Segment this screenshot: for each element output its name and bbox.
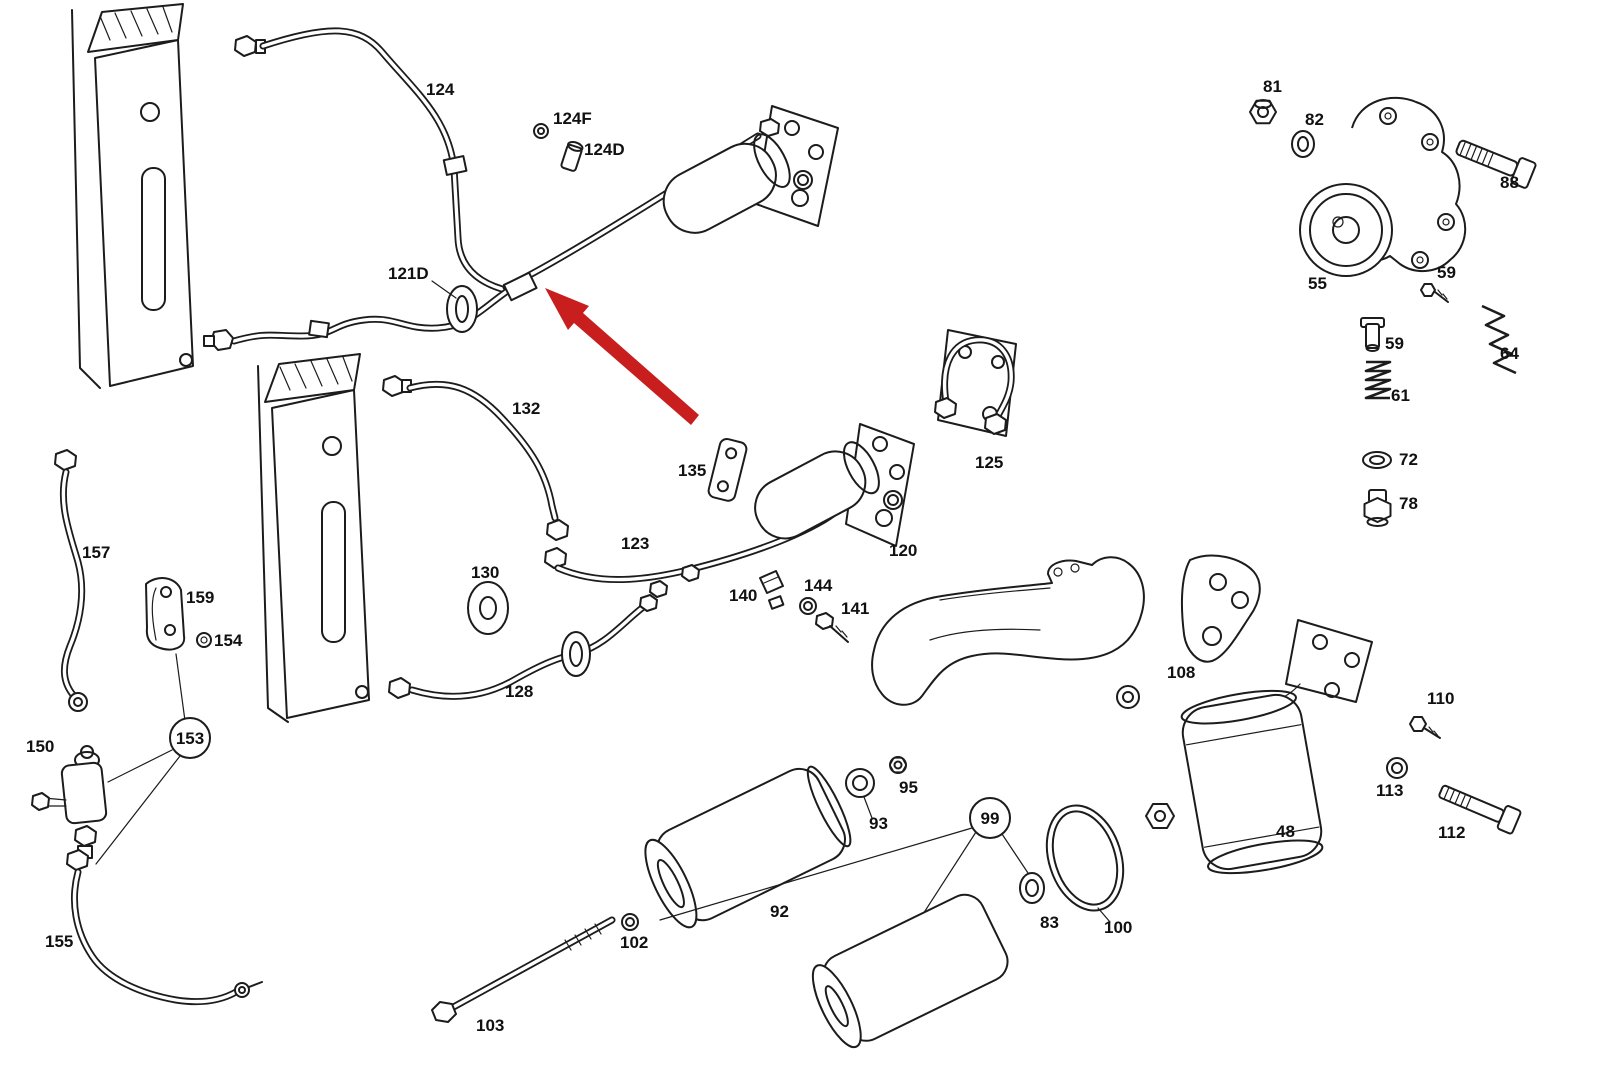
part-label-95: 95 <box>899 778 918 797</box>
part-label-144: 144 <box>804 576 833 595</box>
filter-cartridge-99 <box>811 893 1009 1049</box>
part-label-83: 83 <box>1040 913 1059 932</box>
leader-100 <box>1097 907 1111 923</box>
washer-124F <box>533 123 549 139</box>
part-label-128: 128 <box>505 682 533 701</box>
bracket-159 <box>145 577 186 651</box>
pump-housing-55 <box>1299 96 1467 277</box>
oil-cooler-upper <box>71 3 194 389</box>
hose-155 <box>66 849 263 1006</box>
part-label-78: 78 <box>1399 494 1418 513</box>
gasket-plate-108 <box>1180 554 1261 663</box>
bracket-135 <box>707 437 748 502</box>
stud-bolt-103 <box>431 916 616 1023</box>
part-label-100: 100 <box>1104 918 1132 937</box>
part-label-59b: 59 <box>1385 334 1404 353</box>
spring-64 <box>1481 304 1517 375</box>
part-label-72: 72 <box>1399 450 1418 469</box>
part-labels-layer: 124 124F 124D 121D 132 135 123 120 125 130 128 140 1… <box>26 77 1519 1035</box>
part-label-48: 48 <box>1276 822 1295 841</box>
filter-head-upper <box>662 105 839 234</box>
part-label-55: 55 <box>1308 274 1327 293</box>
nut-95 <box>889 756 907 774</box>
loop-hose-125 <box>934 329 1017 437</box>
part-label-123: 123 <box>621 534 649 553</box>
part-label-140: 140 <box>729 586 757 605</box>
callout-lines-153 <box>95 653 191 865</box>
fitting-59b <box>1360 317 1385 352</box>
oil-cooler-lower <box>257 353 370 723</box>
part-label-82: 82 <box>1305 110 1324 129</box>
part-label-92: 92 <box>770 902 789 921</box>
circled-label-ring-153 <box>169 717 211 759</box>
washer-72 <box>1362 451 1392 469</box>
part-label-124D: 124D <box>584 140 625 159</box>
part-label-135: 135 <box>678 461 706 480</box>
circled-label-ring-99 <box>969 797 1011 839</box>
part-label-157: 157 <box>82 543 110 562</box>
oil-pipe-128 <box>388 580 668 700</box>
part-label-141: 141 <box>841 599 869 618</box>
grommet-130 <box>467 581 509 635</box>
part-label-93: 93 <box>869 814 888 833</box>
nut-154 <box>196 632 212 648</box>
filter-canister-92 <box>644 765 852 929</box>
oil-pipe-132 <box>382 375 569 569</box>
part-label-124F: 124F <box>553 109 592 128</box>
part-label-154: 154 <box>214 631 243 650</box>
nut-102 <box>621 913 639 931</box>
bolt-110 <box>1409 716 1441 739</box>
part-label-124: 124 <box>426 80 455 99</box>
part-label-150: 150 <box>26 737 54 756</box>
bolt-112 <box>1438 784 1522 835</box>
hose-157 <box>54 449 88 712</box>
part-label-130: 130 <box>471 563 499 582</box>
part-label-81: 81 <box>1263 77 1282 96</box>
part-label-153: 153 <box>176 729 204 748</box>
part-label-88: 88 <box>1500 173 1519 192</box>
part-label-59a: 59 <box>1437 263 1456 282</box>
bolt-88 <box>1455 139 1537 189</box>
part-label-110: 110 <box>1427 689 1454 708</box>
stud-59a <box>1420 283 1449 303</box>
part-label-132: 132 <box>512 399 540 418</box>
part-label-61: 61 <box>1391 386 1410 405</box>
nut-81 <box>1249 99 1277 125</box>
o-ring-100 <box>1045 804 1125 912</box>
part-label-99: 99 <box>981 809 1000 828</box>
filter-assembly-48 <box>1145 619 1373 875</box>
pointer-arrow <box>545 288 699 425</box>
plug-78 <box>1363 489 1392 527</box>
part-label-125: 125 <box>975 453 1003 472</box>
filter-head-120 <box>754 423 915 547</box>
suction-pipe-assembly <box>871 556 1145 709</box>
part-label-64: 64 <box>1500 344 1519 363</box>
clamp-140 <box>759 570 785 610</box>
part-label-112: 112 <box>1438 823 1465 842</box>
part-label-103: 103 <box>476 1016 504 1035</box>
oil-pipe-124 <box>203 27 762 351</box>
valve-assembly-150 <box>31 745 108 859</box>
part-label-155: 155 <box>45 932 73 951</box>
washer-93 <box>845 768 875 819</box>
spring-61 <box>1364 360 1392 400</box>
seal-ring-82 <box>1291 130 1315 158</box>
ring-144 <box>799 597 817 615</box>
part-label-113: 113 <box>1376 781 1403 800</box>
washer-113 <box>1386 757 1408 779</box>
bolt-141 <box>815 612 849 643</box>
seal-83 <box>1019 872 1045 904</box>
part-label-120: 120 <box>889 541 917 560</box>
part-label-121D: 121D <box>388 264 429 283</box>
part-label-159: 159 <box>186 588 214 607</box>
part-label-108: 108 <box>1167 663 1195 682</box>
fitting-124D <box>560 140 584 172</box>
part-label-102: 102 <box>620 933 648 952</box>
